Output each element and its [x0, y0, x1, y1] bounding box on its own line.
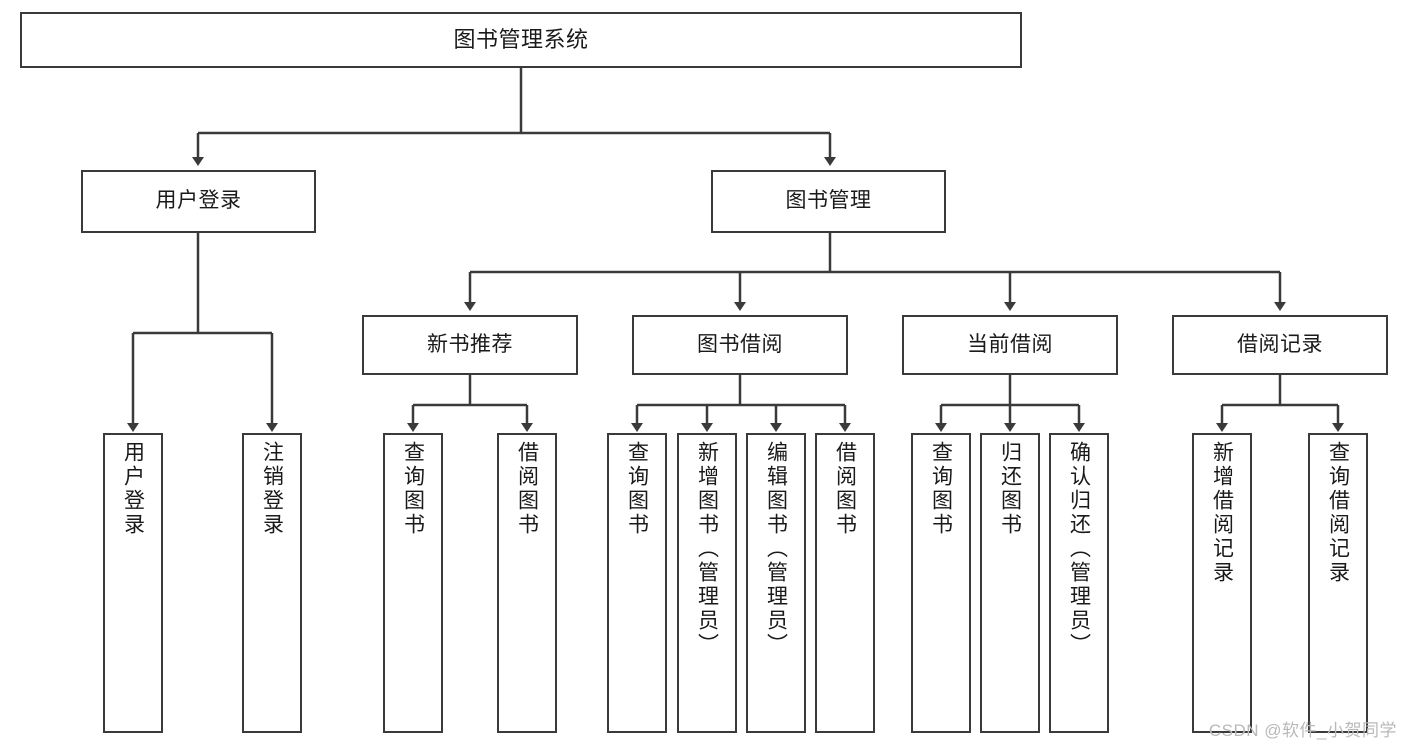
leaf-user-login-label: 用户登录 [121, 441, 145, 537]
leaf-borrow-book-1-label: 借阅图书 [515, 441, 539, 537]
leaf-add-book[interactable]: 新增图书（管理员） [677, 433, 737, 733]
node-book-borrow[interactable]: 图书借阅 [632, 315, 848, 375]
leaf-query-record[interactable]: 查询借阅记录 [1308, 433, 1368, 733]
node-user-login[interactable]: 用户登录 [81, 170, 316, 233]
node-borrow-record-label: 借阅记录 [1237, 332, 1323, 356]
node-current-borrow-label: 当前借阅 [967, 332, 1053, 356]
leaf-edit-book[interactable]: 编辑图书（管理员） [746, 433, 806, 733]
leaf-query-book-3[interactable]: 查询图书 [911, 433, 971, 733]
leaf-user-login[interactable]: 用户登录 [103, 433, 163, 733]
leaf-add-record[interactable]: 新增借阅记录 [1192, 433, 1252, 733]
leaf-return-book-label: 归还图书 [998, 441, 1022, 537]
node-current-borrow[interactable]: 当前借阅 [902, 315, 1118, 375]
leaf-borrow-book-2-label: 借阅图书 [833, 441, 857, 537]
leaf-query-book-2-label: 查询图书 [625, 441, 649, 537]
leaf-logout[interactable]: 注销登录 [242, 433, 302, 733]
leaf-query-record-label: 查询借阅记录 [1326, 441, 1350, 585]
leaf-query-book-1-label: 查询图书 [401, 441, 425, 537]
leaf-query-book-3-label: 查询图书 [929, 441, 953, 537]
leaf-borrow-book-1[interactable]: 借阅图书 [497, 433, 557, 733]
node-new-book-recommend-label: 新书推荐 [427, 332, 513, 356]
leaf-return-book[interactable]: 归还图书 [980, 433, 1040, 733]
leaf-borrow-book-2[interactable]: 借阅图书 [815, 433, 875, 733]
leaf-query-book-2[interactable]: 查询图书 [607, 433, 667, 733]
node-book-manage-label: 图书管理 [785, 189, 872, 213]
leaf-confirm-return[interactable]: 确认归还（管理员） [1049, 433, 1109, 733]
watermark: CSDN @软件_小贺同学 [1208, 721, 1397, 740]
node-root[interactable]: 图书管理系统 [20, 12, 1022, 68]
node-borrow-record[interactable]: 借阅记录 [1172, 315, 1388, 375]
leaf-query-book-1[interactable]: 查询图书 [383, 433, 443, 733]
leaf-add-record-label: 新增借阅记录 [1210, 441, 1234, 585]
leaf-add-book-label: 新增图书（管理员） [695, 441, 719, 657]
node-book-borrow-label: 图书借阅 [697, 332, 783, 356]
node-root-label: 图书管理系统 [453, 27, 589, 53]
node-book-manage[interactable]: 图书管理 [711, 170, 946, 233]
leaf-logout-label: 注销登录 [260, 441, 284, 537]
leaf-confirm-return-label: 确认归还（管理员） [1067, 441, 1091, 657]
node-user-login-label: 用户登录 [155, 189, 242, 213]
node-new-book-recommend[interactable]: 新书推荐 [362, 315, 578, 375]
leaf-edit-book-label: 编辑图书（管理员） [764, 441, 788, 657]
